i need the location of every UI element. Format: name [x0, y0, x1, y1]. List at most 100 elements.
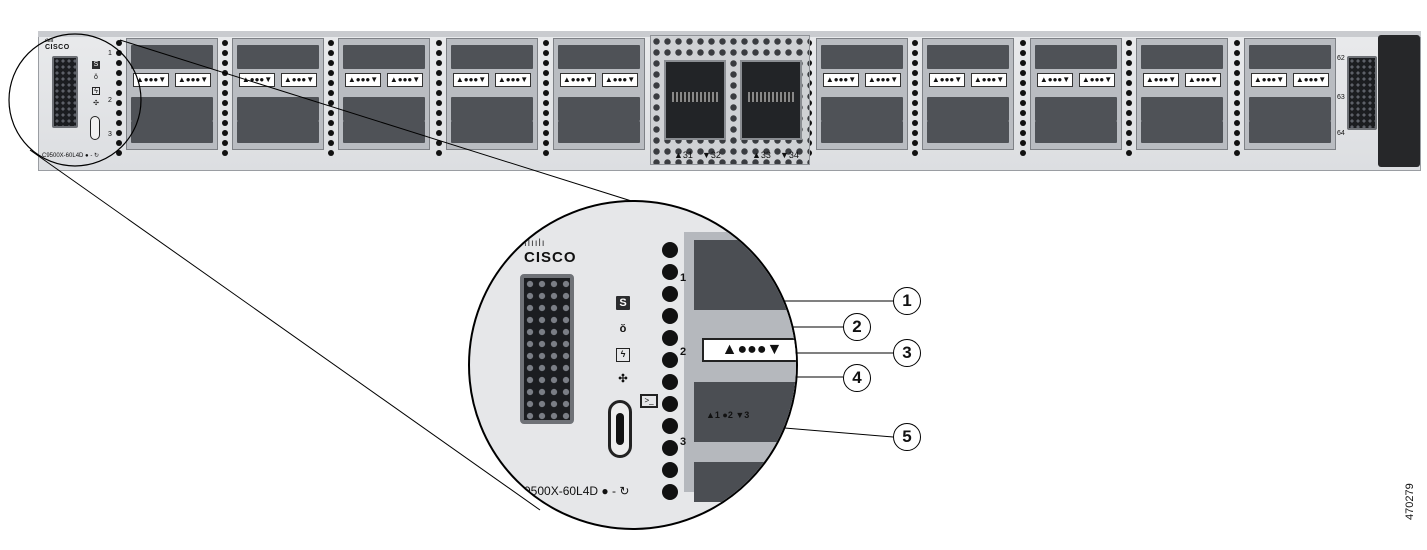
- sfp-port[interactable]: [821, 45, 903, 69]
- sfp-port[interactable]: [237, 97, 319, 121]
- left-vent-magnified: [520, 274, 574, 424]
- sfp-cage-group: ▲●●●▼ ▲●●●▼: [446, 38, 538, 150]
- sfp-port[interactable]: [927, 97, 1009, 121]
- sfp-port-2-magnified[interactable]: [694, 382, 796, 442]
- magnified-detail: ılıılı CISCO S ŏ ϟ ✣ >_ ▲●●●▼ 1 2 3 ▲1 ●…: [468, 200, 798, 530]
- port-dot-column: [328, 40, 334, 160]
- sfp-cage-group: ▲●●●▼ ▲●●●▼: [1030, 38, 1122, 150]
- sfp-port[interactable]: [1141, 45, 1223, 69]
- sfp-port[interactable]: [821, 97, 903, 121]
- sfp-port[interactable]: [558, 97, 640, 121]
- port-led-strip: ▲●●●▼: [971, 73, 1007, 87]
- port-led-strip: ▲●●●▼: [823, 73, 859, 87]
- sfp-port[interactable]: [237, 121, 319, 143]
- sfp-port[interactable]: [451, 97, 533, 121]
- sfp-cage-group: ▲●●●▼▲●●●▼: [1244, 38, 1336, 150]
- sfp-port-3-magnified[interactable]: [694, 462, 796, 502]
- callout-1: 1: [893, 287, 921, 315]
- port-led-strip: ▲●●●▼: [1079, 73, 1115, 87]
- sfp-port[interactable]: [927, 121, 1009, 143]
- port-number-64: 64: [1337, 130, 1345, 137]
- port-number-2: 2: [680, 346, 687, 358]
- callout-4: 4: [843, 364, 871, 392]
- sfp-port[interactable]: [451, 121, 533, 143]
- qsfp-label-31: ▲31: [674, 150, 693, 160]
- sfp-port[interactable]: [1141, 97, 1223, 121]
- port-led-strip: ▲●●●▼: [1037, 73, 1073, 87]
- port-led-strip: ▲●●●▼: [239, 73, 275, 87]
- port-number-1: 1: [680, 272, 687, 284]
- sfp-port[interactable]: [237, 45, 319, 69]
- qsfp-label-33: ▲33: [752, 150, 771, 160]
- sfp-port[interactable]: [1035, 45, 1117, 69]
- zoom-line-top: [119, 39, 661, 211]
- sfp-port[interactable]: [131, 97, 213, 121]
- callout-5: 5: [893, 423, 921, 451]
- port-number-3-small: 3: [108, 131, 112, 138]
- port-number-2-small: 2: [108, 97, 112, 104]
- port-dot-column: [1126, 40, 1132, 160]
- port-led-strip: ▲●●●▼: [495, 73, 531, 87]
- sfp-cage-group: ▲●●●▼▲●●●▼: [553, 38, 645, 150]
- sfp-port[interactable]: [558, 121, 640, 143]
- cisco-logo-magnified: ılıılı CISCO: [524, 238, 577, 266]
- sfp-port[interactable]: [343, 45, 425, 69]
- sfp-port[interactable]: [927, 45, 1009, 69]
- port-led-strip: ▲●●●▼: [1143, 73, 1179, 87]
- sfp-port[interactable]: [1035, 121, 1117, 143]
- sfp-port[interactable]: [1035, 97, 1117, 121]
- sfp-cage-group: ▲●●●▼▲●●●▼: [338, 38, 430, 150]
- port-led-bar: ▲●●●▼: [702, 338, 796, 362]
- sfp-port[interactable]: [558, 45, 640, 69]
- fan-led-small: ✣: [93, 100, 99, 107]
- sfp-port-1-magnified[interactable]: [694, 240, 796, 310]
- sfp-port[interactable]: [343, 121, 425, 143]
- port-dot-column: [912, 40, 918, 160]
- port-led-strip: ▲●●●▼: [560, 73, 596, 87]
- system-led-icon: S: [616, 296, 630, 310]
- sfp-cage-group: ▲●●●▼ ▲●●●▼: [1136, 38, 1228, 150]
- port-led-strip: ▲●●●▼: [1185, 73, 1221, 87]
- zoom-source-circle: [8, 33, 142, 167]
- left-vent: [52, 56, 78, 128]
- port-dot-column: [116, 40, 122, 160]
- sfp-cage-group: ▲●●●▼▲●●●▼: [232, 38, 324, 150]
- port-led-strip: ▲●●●▼: [345, 73, 381, 87]
- qsfp-label-34: ▼34: [780, 150, 799, 160]
- port-number-1-small: 1: [108, 50, 112, 57]
- port-led-strip: ▲●●●▼: [929, 73, 965, 87]
- power-led-icon: ϟ: [616, 348, 630, 362]
- right-mounting-ear: [1378, 35, 1420, 167]
- sfp-port[interactable]: [131, 121, 213, 143]
- port-number-3: 3: [680, 436, 687, 448]
- system-led-small: S: [92, 61, 100, 69]
- fan-led-icon: ✣: [618, 373, 628, 385]
- beacon-led-icon: ŏ: [619, 323, 627, 335]
- port-led-strip: ▲●●●▼: [865, 73, 901, 87]
- sfp-port[interactable]: [451, 45, 533, 69]
- model-label-small: C9500X-60L4D ● - ↻: [42, 153, 100, 159]
- beacon-led-small: ŏ: [94, 74, 98, 81]
- qsfp-port-33-34[interactable]: [740, 60, 802, 140]
- port-led-strip: ▲●●●▼: [1251, 73, 1287, 87]
- model-label-magnified: 9500X-60L4D ● - ↻: [524, 484, 630, 498]
- sfp-port[interactable]: [1249, 45, 1331, 69]
- port-number-62: 62: [1337, 55, 1345, 62]
- magnified-dot-column: [662, 242, 678, 506]
- sfp-port-block-magnified: ▲●●●▼: [684, 232, 796, 502]
- qsfp-port-31-32[interactable]: [664, 60, 726, 140]
- usb-c-console-port[interactable]: [608, 400, 632, 458]
- port-number-63: 63: [1337, 94, 1345, 101]
- sfp-port[interactable]: [1249, 97, 1331, 121]
- sfp-port[interactable]: [1141, 121, 1223, 143]
- sfp-port[interactable]: [1249, 121, 1331, 143]
- port-led-strip: ▲●●●▼: [453, 73, 489, 87]
- cisco-logo: ılıılı CISCO: [45, 38, 70, 51]
- sfp-port[interactable]: [343, 97, 425, 121]
- sfp-cage-group: ▲●●●▼ ▲●●●▼: [922, 38, 1014, 150]
- port-dot-column: [543, 40, 549, 160]
- figure-id: 470279: [1404, 483, 1416, 520]
- sfp-port[interactable]: [821, 121, 903, 143]
- usb-c-console-port-small[interactable]: [90, 116, 100, 140]
- callout-2: 2: [843, 313, 871, 341]
